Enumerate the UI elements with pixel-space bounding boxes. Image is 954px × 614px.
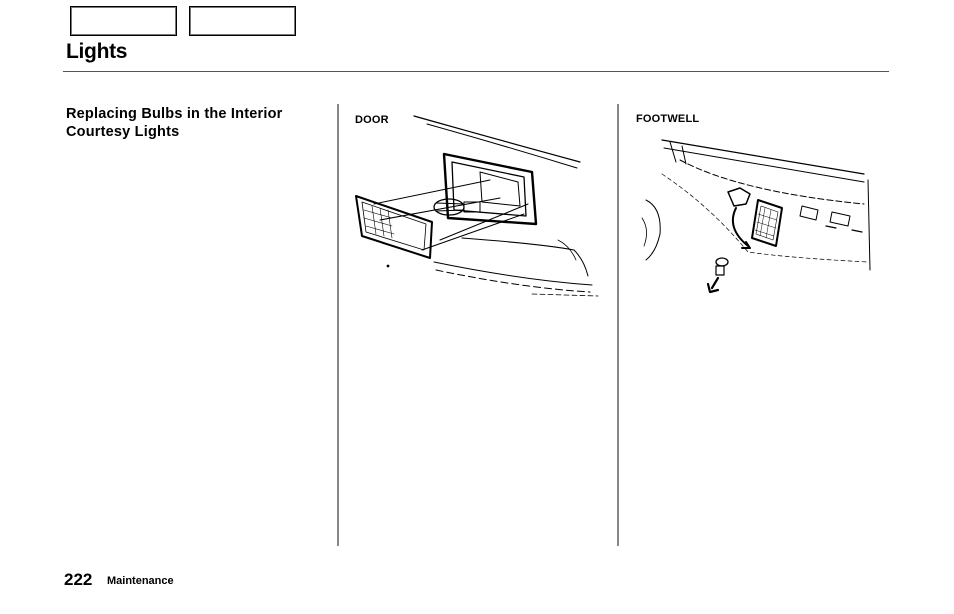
- column-divider-right: [617, 104, 619, 546]
- door-figure-label: DOOR: [355, 114, 389, 126]
- section-heading: Replacing Bulbs in the Interior Courtesy…: [66, 106, 283, 140]
- footwell-courtesy-light-illustration: [641, 139, 871, 294]
- previous-page-button[interactable]: [70, 6, 177, 36]
- door-courtesy-light-illustration: [355, 115, 599, 297]
- next-page-button[interactable]: [189, 6, 296, 36]
- page-title: Lights: [66, 40, 128, 63]
- footwell-figure-label: FOOTWELL: [636, 113, 700, 125]
- footer-section-name: Maintenance: [107, 575, 174, 587]
- page-number: 222: [64, 570, 93, 589]
- title-divider: [63, 71, 889, 72]
- column-divider-left: [337, 104, 339, 546]
